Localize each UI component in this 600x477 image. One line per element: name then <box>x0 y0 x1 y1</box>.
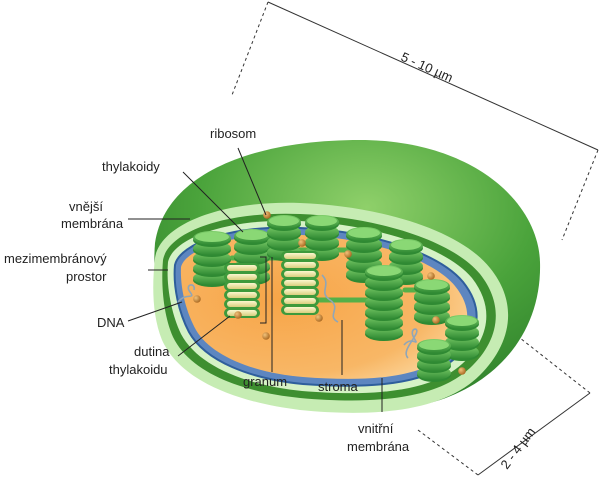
ribosome <box>458 367 466 375</box>
ribosome <box>262 332 270 340</box>
thylakoid-lumen <box>284 262 316 268</box>
granum-stack <box>417 339 451 382</box>
thylakoid-lumen <box>227 310 257 316</box>
thylakoid-top <box>391 240 421 250</box>
grana-group <box>193 215 479 382</box>
dna-strand <box>321 274 339 323</box>
thylakoid-top <box>307 216 337 226</box>
thylakoid-top <box>236 230 268 240</box>
label-dna: DNA <box>97 315 125 330</box>
thylakoid-lumen <box>284 253 316 259</box>
thylakoid-top <box>447 316 477 326</box>
ribosome <box>315 314 323 322</box>
granum-stack <box>414 279 450 325</box>
label-inner-membrane-line2: membrána <box>347 439 410 454</box>
label-granum: granum <box>243 374 287 389</box>
length-dimension <box>231 1 599 241</box>
granum-cut-stack <box>224 263 260 318</box>
ribosome <box>193 295 201 303</box>
label-lumen-line2: thylakoidu <box>109 362 168 377</box>
ribosome <box>427 272 435 280</box>
thylakoid-top <box>195 232 229 242</box>
label-outer-membrane-line1: vnější <box>69 199 103 214</box>
dna-strand <box>177 284 195 303</box>
label-ribosome: ribosom <box>210 126 256 141</box>
granum-stack <box>305 215 339 261</box>
granum-stack <box>365 265 403 341</box>
label-width: 2 - 4 µm <box>497 424 538 471</box>
thylakoid-lumen <box>227 265 257 271</box>
thylakoid-lumen <box>284 298 316 304</box>
ribosome <box>234 311 242 319</box>
thylakoid-lumen <box>227 283 257 289</box>
thylakoid-top <box>416 280 448 290</box>
thylakoid-lumen <box>284 289 316 295</box>
thylakoid-top <box>348 228 380 238</box>
ribosome <box>263 211 271 219</box>
label-intermembrane-line1: mezimembránový <box>4 251 107 266</box>
ribosome <box>298 239 306 247</box>
leader-lines <box>127 147 383 412</box>
granum-stack <box>445 315 479 361</box>
thylakoid-lumen <box>284 271 316 277</box>
label-length: 5 - 10 µm <box>399 49 456 85</box>
thylakoid-lumen <box>227 292 257 298</box>
thylakoid-top <box>269 216 299 226</box>
dna-strand <box>403 328 418 359</box>
label-lumen-line1: dutina <box>134 344 170 359</box>
granum-stack <box>193 231 231 287</box>
thylakoid-top <box>367 266 401 276</box>
label-outer-membrane-line2: membrána <box>61 216 124 231</box>
thylakoid-lumen <box>227 301 257 307</box>
ribosome-group <box>193 211 466 375</box>
width-dimension <box>417 337 591 476</box>
thylakoid-lumen <box>284 307 316 313</box>
thylakoid-lumen <box>227 274 257 280</box>
thylakoid-top <box>419 340 449 350</box>
thylakoid-lumen <box>284 280 316 286</box>
label-thylakoids: thylakoidy <box>102 159 160 174</box>
label-stroma: stroma <box>318 379 359 394</box>
ribosome <box>432 316 440 324</box>
granum-cut-stack <box>281 251 319 315</box>
label-intermembrane-line2: prostor <box>66 269 107 284</box>
label-inner-membrane-line1: vnitřní <box>358 421 394 436</box>
ribosome <box>344 250 352 258</box>
